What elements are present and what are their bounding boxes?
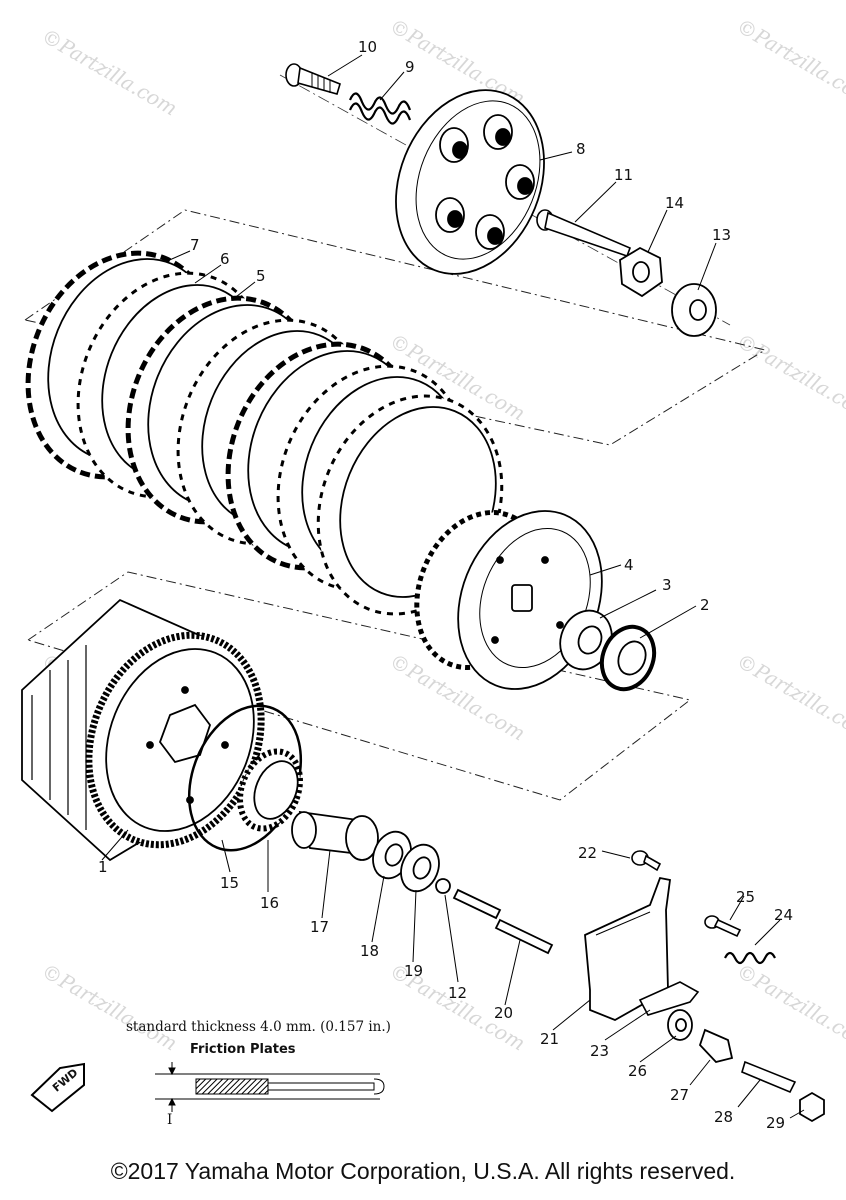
callout-15: 15 bbox=[220, 874, 239, 892]
callout-8: 8 bbox=[576, 140, 586, 158]
callout-25: 25 bbox=[736, 888, 755, 906]
part-12-ball bbox=[435, 878, 451, 894]
callout-12: 12 bbox=[448, 984, 467, 1002]
part-25-screw bbox=[704, 915, 742, 938]
part-14-nut bbox=[619, 246, 663, 298]
part-29-nut bbox=[799, 1091, 825, 1123]
callout-3: 3 bbox=[662, 576, 672, 594]
callout-5: 5 bbox=[256, 267, 266, 285]
watermark: ©Partzilla.com bbox=[733, 649, 846, 746]
part-19-washer bbox=[400, 843, 440, 893]
callout-18: 18 bbox=[360, 942, 379, 960]
part-11-push-rod bbox=[536, 209, 632, 258]
tick-mark: I bbox=[167, 1112, 172, 1128]
callout-9: 9 bbox=[405, 58, 415, 76]
part-13-lock-washer bbox=[671, 283, 717, 337]
part-17-spacer bbox=[291, 810, 379, 861]
fwd-arrow-icon: FWD bbox=[30, 1062, 85, 1113]
callout-4: 4 bbox=[624, 556, 634, 574]
watermark: ©Partzilla.com bbox=[733, 14, 846, 111]
callout-16: 16 bbox=[260, 894, 279, 912]
callout-7: 7 bbox=[190, 236, 200, 254]
callout-14: 14 bbox=[665, 194, 684, 212]
callout-20: 20 bbox=[494, 1004, 513, 1022]
hub-outline bbox=[26, 571, 692, 801]
part-22-screw bbox=[631, 850, 662, 872]
callout-26: 26 bbox=[628, 1062, 647, 1080]
part-28-adjust-screw bbox=[741, 1060, 797, 1094]
plate-stack-outline bbox=[23, 209, 767, 446]
callout-17: 17 bbox=[310, 918, 329, 936]
callout-28: 28 bbox=[714, 1108, 733, 1126]
watermark: ©Partzilla.com bbox=[38, 24, 182, 121]
part-26-washer bbox=[667, 1009, 693, 1041]
callout-22: 22 bbox=[578, 844, 597, 862]
part-1-clutch-housing bbox=[21, 598, 265, 862]
friction-plates-caption: Friction Plates bbox=[190, 1042, 296, 1057]
part-2-bearing bbox=[599, 624, 657, 692]
callout-24: 24 bbox=[774, 906, 793, 924]
callout-6: 6 bbox=[220, 250, 230, 268]
part-8-pressure-plate bbox=[395, 89, 545, 275]
callout-27: 27 bbox=[670, 1086, 689, 1104]
callout-13: 13 bbox=[712, 226, 731, 244]
part-16-gear bbox=[237, 748, 303, 832]
copyright-notice: ©2017 Yamaha Motor Corporation, U.S.A. A… bbox=[110, 1158, 736, 1184]
callout-11: 11 bbox=[614, 166, 633, 184]
assembly-outlines bbox=[23, 209, 767, 801]
callout-1: 1 bbox=[98, 858, 108, 876]
part-9-spring bbox=[348, 92, 412, 125]
part-27-adjuster bbox=[698, 1028, 734, 1064]
leader-lines bbox=[101, 54, 805, 1119]
watermark: ©Partzilla.com bbox=[38, 959, 182, 1056]
callout-2: 2 bbox=[700, 596, 710, 614]
thickness-note: standard thickness 4.0 mm. (0.157 in.) bbox=[126, 1019, 391, 1035]
part-20-push-rod bbox=[452, 888, 554, 955]
friction-plate-inset: standard thickness 4.0 mm. (0.157 in.) F… bbox=[126, 1019, 391, 1128]
callout-23: 23 bbox=[590, 1042, 609, 1060]
callout-labels: 10 9 8 11 14 13 7 6 5 4 3 2 1 15 16 17 1… bbox=[98, 38, 793, 1132]
watermark: ©Partzilla.com bbox=[733, 329, 846, 426]
callout-21: 21 bbox=[540, 1030, 559, 1048]
part-3-thrust-washer bbox=[559, 609, 613, 671]
callout-10: 10 bbox=[358, 38, 377, 56]
watermark: ©Partzilla.com bbox=[733, 959, 846, 1056]
part-24-spring bbox=[724, 951, 776, 965]
callout-19: 19 bbox=[404, 962, 423, 980]
callout-29: 29 bbox=[766, 1114, 785, 1132]
part-10-bolt bbox=[285, 63, 341, 95]
